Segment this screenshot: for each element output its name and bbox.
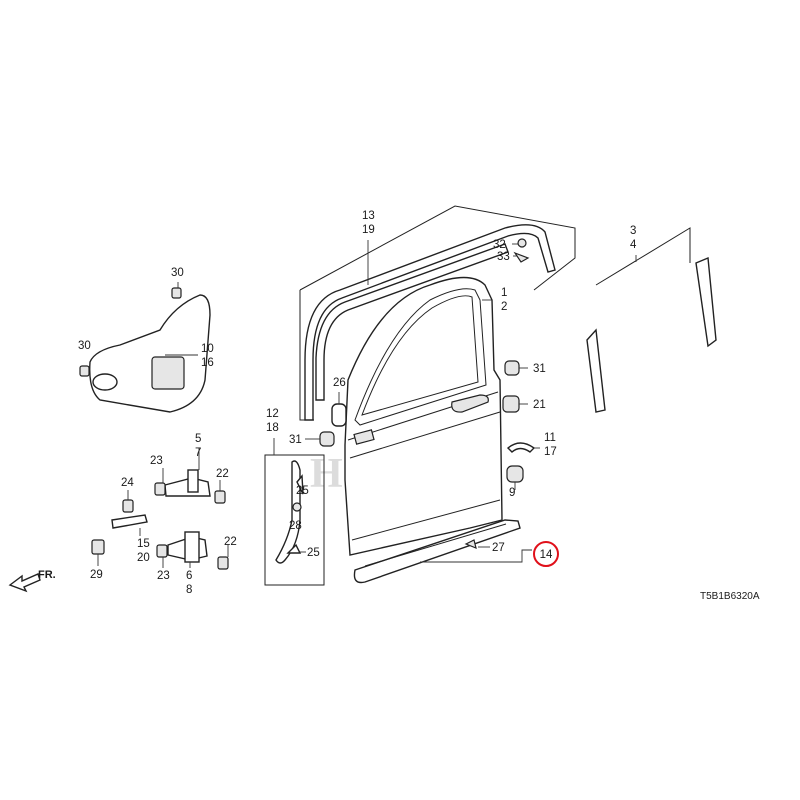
- label-23a: 23: [150, 455, 163, 467]
- label-31a: 31: [533, 363, 546, 375]
- grommet-9: [506, 465, 524, 483]
- label-12: 12: [266, 408, 279, 420]
- label-8: 8: [186, 584, 192, 596]
- label-2: 2: [501, 301, 507, 313]
- label-33: 33: [497, 251, 510, 263]
- part-labels: 13 19 32 33 3 4 1 2 30 30 10 16 31 26 21…: [78, 210, 637, 596]
- cushion-26: [331, 403, 347, 427]
- label-31b: 31: [289, 434, 302, 446]
- weatherstrip-group: [264, 454, 325, 586]
- label-22a: 22: [216, 468, 229, 480]
- label-32: 32: [493, 239, 506, 251]
- door-checker: [91, 499, 148, 555]
- label-18: 18: [266, 422, 279, 434]
- label-17: 17: [544, 446, 557, 458]
- highlighted-part-14[interactable]: 14: [533, 541, 559, 567]
- nut-30b: [79, 365, 90, 377]
- label-14: 14: [540, 549, 553, 561]
- label-1: 1: [501, 287, 507, 299]
- door-molding: [353, 519, 532, 584]
- label-11: 11: [544, 432, 556, 444]
- label-20: 20: [137, 552, 150, 564]
- label-13: 13: [362, 210, 375, 222]
- direction-label: FR.: [38, 569, 56, 581]
- splash-liner: [89, 294, 211, 413]
- bumper-31b: [319, 431, 335, 447]
- label-5: 5: [195, 433, 201, 445]
- label-7: 7: [195, 447, 201, 459]
- lower-hinge: [156, 531, 229, 570]
- nut-30a: [171, 287, 182, 299]
- label-27: 27: [492, 542, 505, 554]
- front-door-panel: [344, 276, 503, 556]
- label-15: 15: [137, 538, 150, 550]
- label-24: 24: [121, 477, 134, 489]
- label-10: 10: [201, 343, 214, 355]
- label-6: 6: [186, 570, 192, 582]
- sash-trim-pair: [586, 227, 717, 413]
- label-28: 28: [289, 520, 302, 532]
- label-29: 29: [90, 569, 103, 581]
- bumper-31a: [504, 360, 520, 376]
- label-26: 26: [333, 377, 346, 389]
- label-19: 19: [362, 224, 375, 236]
- label-25b: 25: [307, 547, 320, 559]
- label-22b: 22: [224, 536, 237, 548]
- label-4: 4: [630, 239, 637, 251]
- highlight-circle: [533, 541, 559, 567]
- label-3: 3: [630, 225, 636, 237]
- label-30a: 30: [171, 267, 184, 279]
- label-16: 16: [201, 357, 214, 369]
- clip-32: [517, 238, 527, 248]
- label-21: 21: [533, 399, 546, 411]
- window-run-channel: [299, 205, 576, 421]
- seal-21: [502, 395, 520, 413]
- arrow-left-icon: [8, 573, 41, 593]
- clip-33: [513, 251, 530, 263]
- label-23b: 23: [157, 570, 170, 582]
- leader-lines: [97, 240, 637, 568]
- label-25a: 25: [296, 485, 309, 497]
- direction-indicator: FR.: [8, 569, 56, 593]
- plug-11: [506, 442, 536, 453]
- label-30b: 30: [78, 340, 91, 352]
- label-9: 9: [509, 487, 515, 499]
- upper-hinge: [154, 469, 226, 504]
- clips-25-28: [286, 474, 304, 554]
- diagram-code: T5B1B6320A: [700, 591, 760, 602]
